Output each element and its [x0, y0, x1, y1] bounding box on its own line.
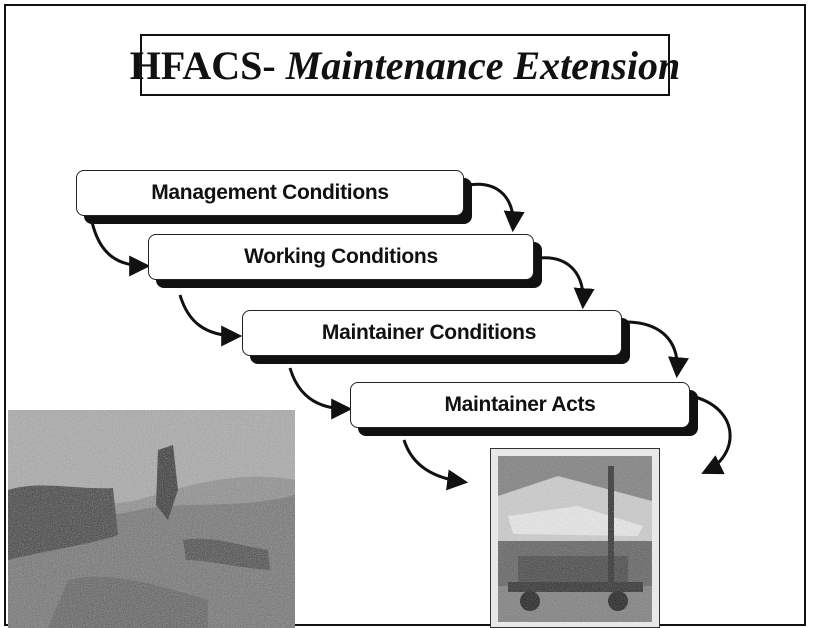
arrow-maintainer-to-acts-left [288, 367, 353, 420]
arrow-maintainer-to-acts-right [624, 320, 689, 379]
title-emphasis: Maintenance Extension [285, 42, 681, 88]
arrow-mgmt-to-working-right [467, 182, 525, 233]
level-box-working-conditions: Working Conditions [148, 234, 534, 280]
title-prefix: HFACS- [129, 42, 276, 88]
rocky-shoreline-photo [8, 410, 295, 628]
arrow-mgmt-to-working-left [90, 221, 151, 277]
arrow-acts-to-photo-left [402, 439, 469, 491]
level-box-management-conditions: Management Conditions [76, 170, 464, 216]
slide-border [4, 4, 806, 626]
arrow-working-to-maintainer-left [178, 294, 243, 347]
level-box-maintainer-conditions: Maintainer Conditions [242, 310, 622, 356]
vehicle-under-canopy-photo [498, 456, 652, 622]
arrow-acts-out-right [694, 395, 732, 475]
level-label: Maintainer Conditions [321, 321, 537, 344]
level-label: Management Conditions [151, 181, 389, 204]
arrow-working-to-maintainer-right [537, 256, 595, 310]
title-box: HFACS- Maintenance Extension [130, 34, 680, 96]
level-label: Maintainer Acts [444, 393, 596, 416]
level-box-maintainer-acts: Maintainer Acts [350, 382, 690, 428]
level-label: Working Conditions [244, 245, 438, 268]
